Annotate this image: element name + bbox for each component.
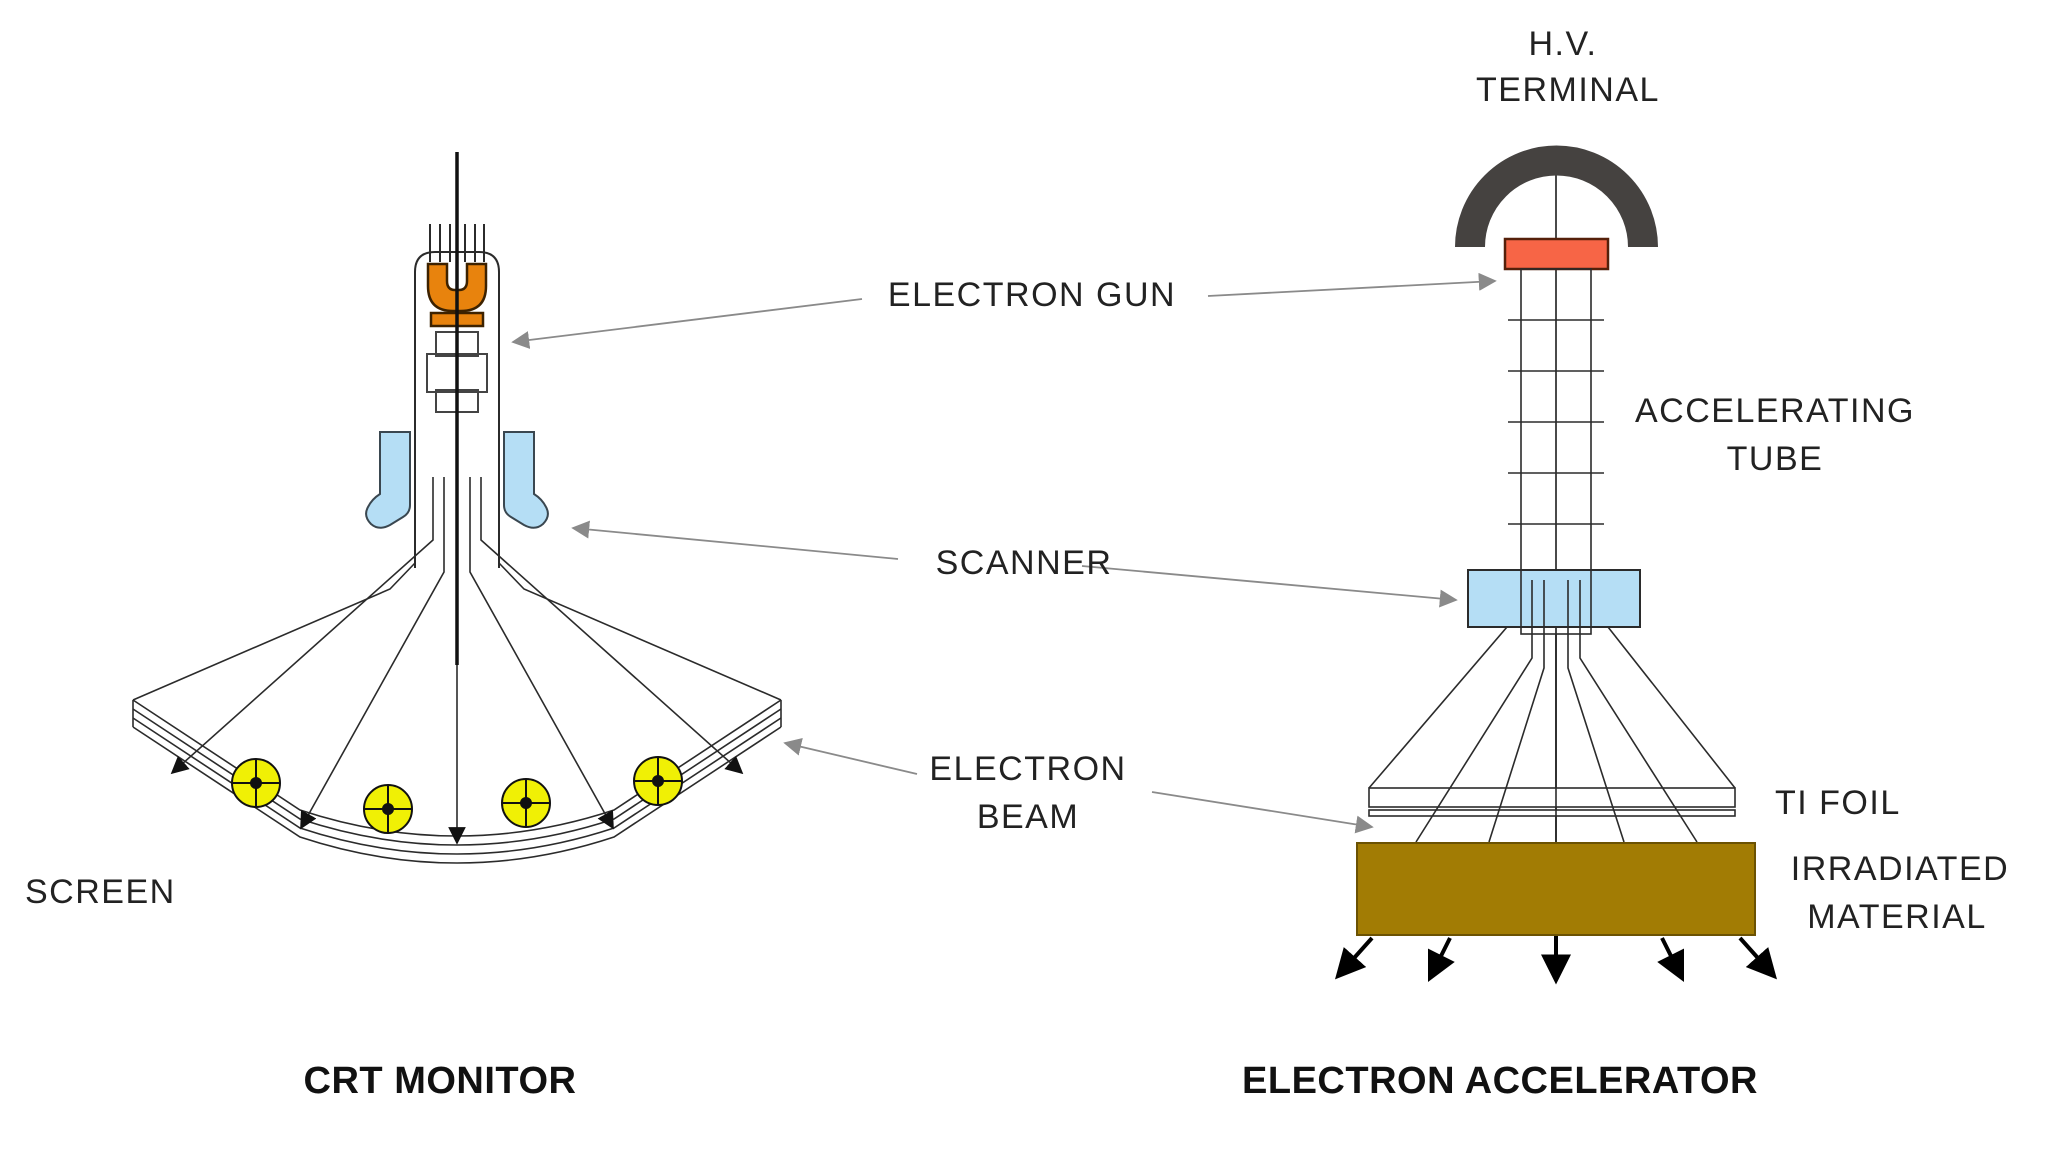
electron-beam-label-line1: ELECTRON	[929, 750, 1126, 788]
phosphor-dot-2	[363, 784, 413, 834]
accelerator-gun-box	[1503, 237, 1610, 271]
leader-scanner-left	[571, 520, 899, 560]
annotation-leaders	[511, 272, 1497, 834]
crt-electron-beams	[170, 477, 744, 845]
socket-pins-icon	[429, 224, 485, 262]
hv-terminal-arc	[1455, 145, 1658, 248]
crt-funnel-left-wall	[132, 562, 416, 701]
scanner-label: SCANNER	[936, 544, 1113, 582]
crt-screen-band	[132, 699, 782, 864]
exit-arrows	[1334, 936, 1778, 985]
irradiated-material-label-line1: IRRADIATED	[1791, 850, 2009, 888]
scan-horn	[1368, 626, 1736, 817]
phosphor-dot-4	[633, 756, 683, 806]
heater-cathode-icon	[426, 262, 488, 313]
caption-crt-monitor: CRT MONITOR	[304, 1060, 577, 1102]
ti-foil-strip	[1368, 809, 1736, 817]
accelerating-tube-label-line2: TUBE	[1727, 440, 1824, 478]
deflection-yoke-left	[365, 431, 411, 529]
leader-electron-beam-right	[1151, 791, 1374, 834]
leader-electron-gun-left	[511, 298, 863, 349]
electron-gun-label: ELECTRON GUN	[888, 276, 1176, 314]
tube-rungs	[1508, 319, 1604, 525]
phosphor-dot-1	[231, 758, 281, 808]
electron-accelerator-figure	[1334, 145, 1778, 985]
crt-monitor-figure	[132, 152, 782, 864]
figure-captions: CRT MONITOR ELECTRON ACCELERATOR	[304, 1060, 1758, 1102]
electron-beam-label-line2: BEAM	[977, 798, 1079, 836]
diagram-labels: ELECTRON GUN SCANNER ELECTRON BEAM SCREE…	[25, 25, 2009, 936]
caption-electron-accelerator: ELECTRON ACCELERATOR	[1242, 1060, 1758, 1102]
deflection-yoke-right	[503, 431, 549, 529]
irradiated-material-label-line2: MATERIAL	[1807, 898, 1987, 936]
leader-electron-beam-left	[783, 737, 918, 775]
leader-scanner-right	[1081, 565, 1458, 608]
phosphor-dots	[231, 756, 683, 834]
leader-electron-gun-right	[1207, 272, 1497, 297]
ti-foil-label: TI FOIL	[1775, 784, 1901, 822]
crt-funnel-right-wall	[498, 562, 782, 701]
irradiated-material-box	[1356, 842, 1756, 936]
phosphor-dot-3	[501, 778, 551, 828]
scanner-box	[1467, 569, 1641, 628]
hv-terminal-label-line1: H.V.	[1528, 25, 1597, 63]
hv-terminal-label-line2: TERMINAL	[1476, 71, 1660, 109]
accelerating-tube-label-line1: ACCELERATING	[1635, 392, 1915, 430]
screen-label: SCREEN	[25, 873, 176, 911]
